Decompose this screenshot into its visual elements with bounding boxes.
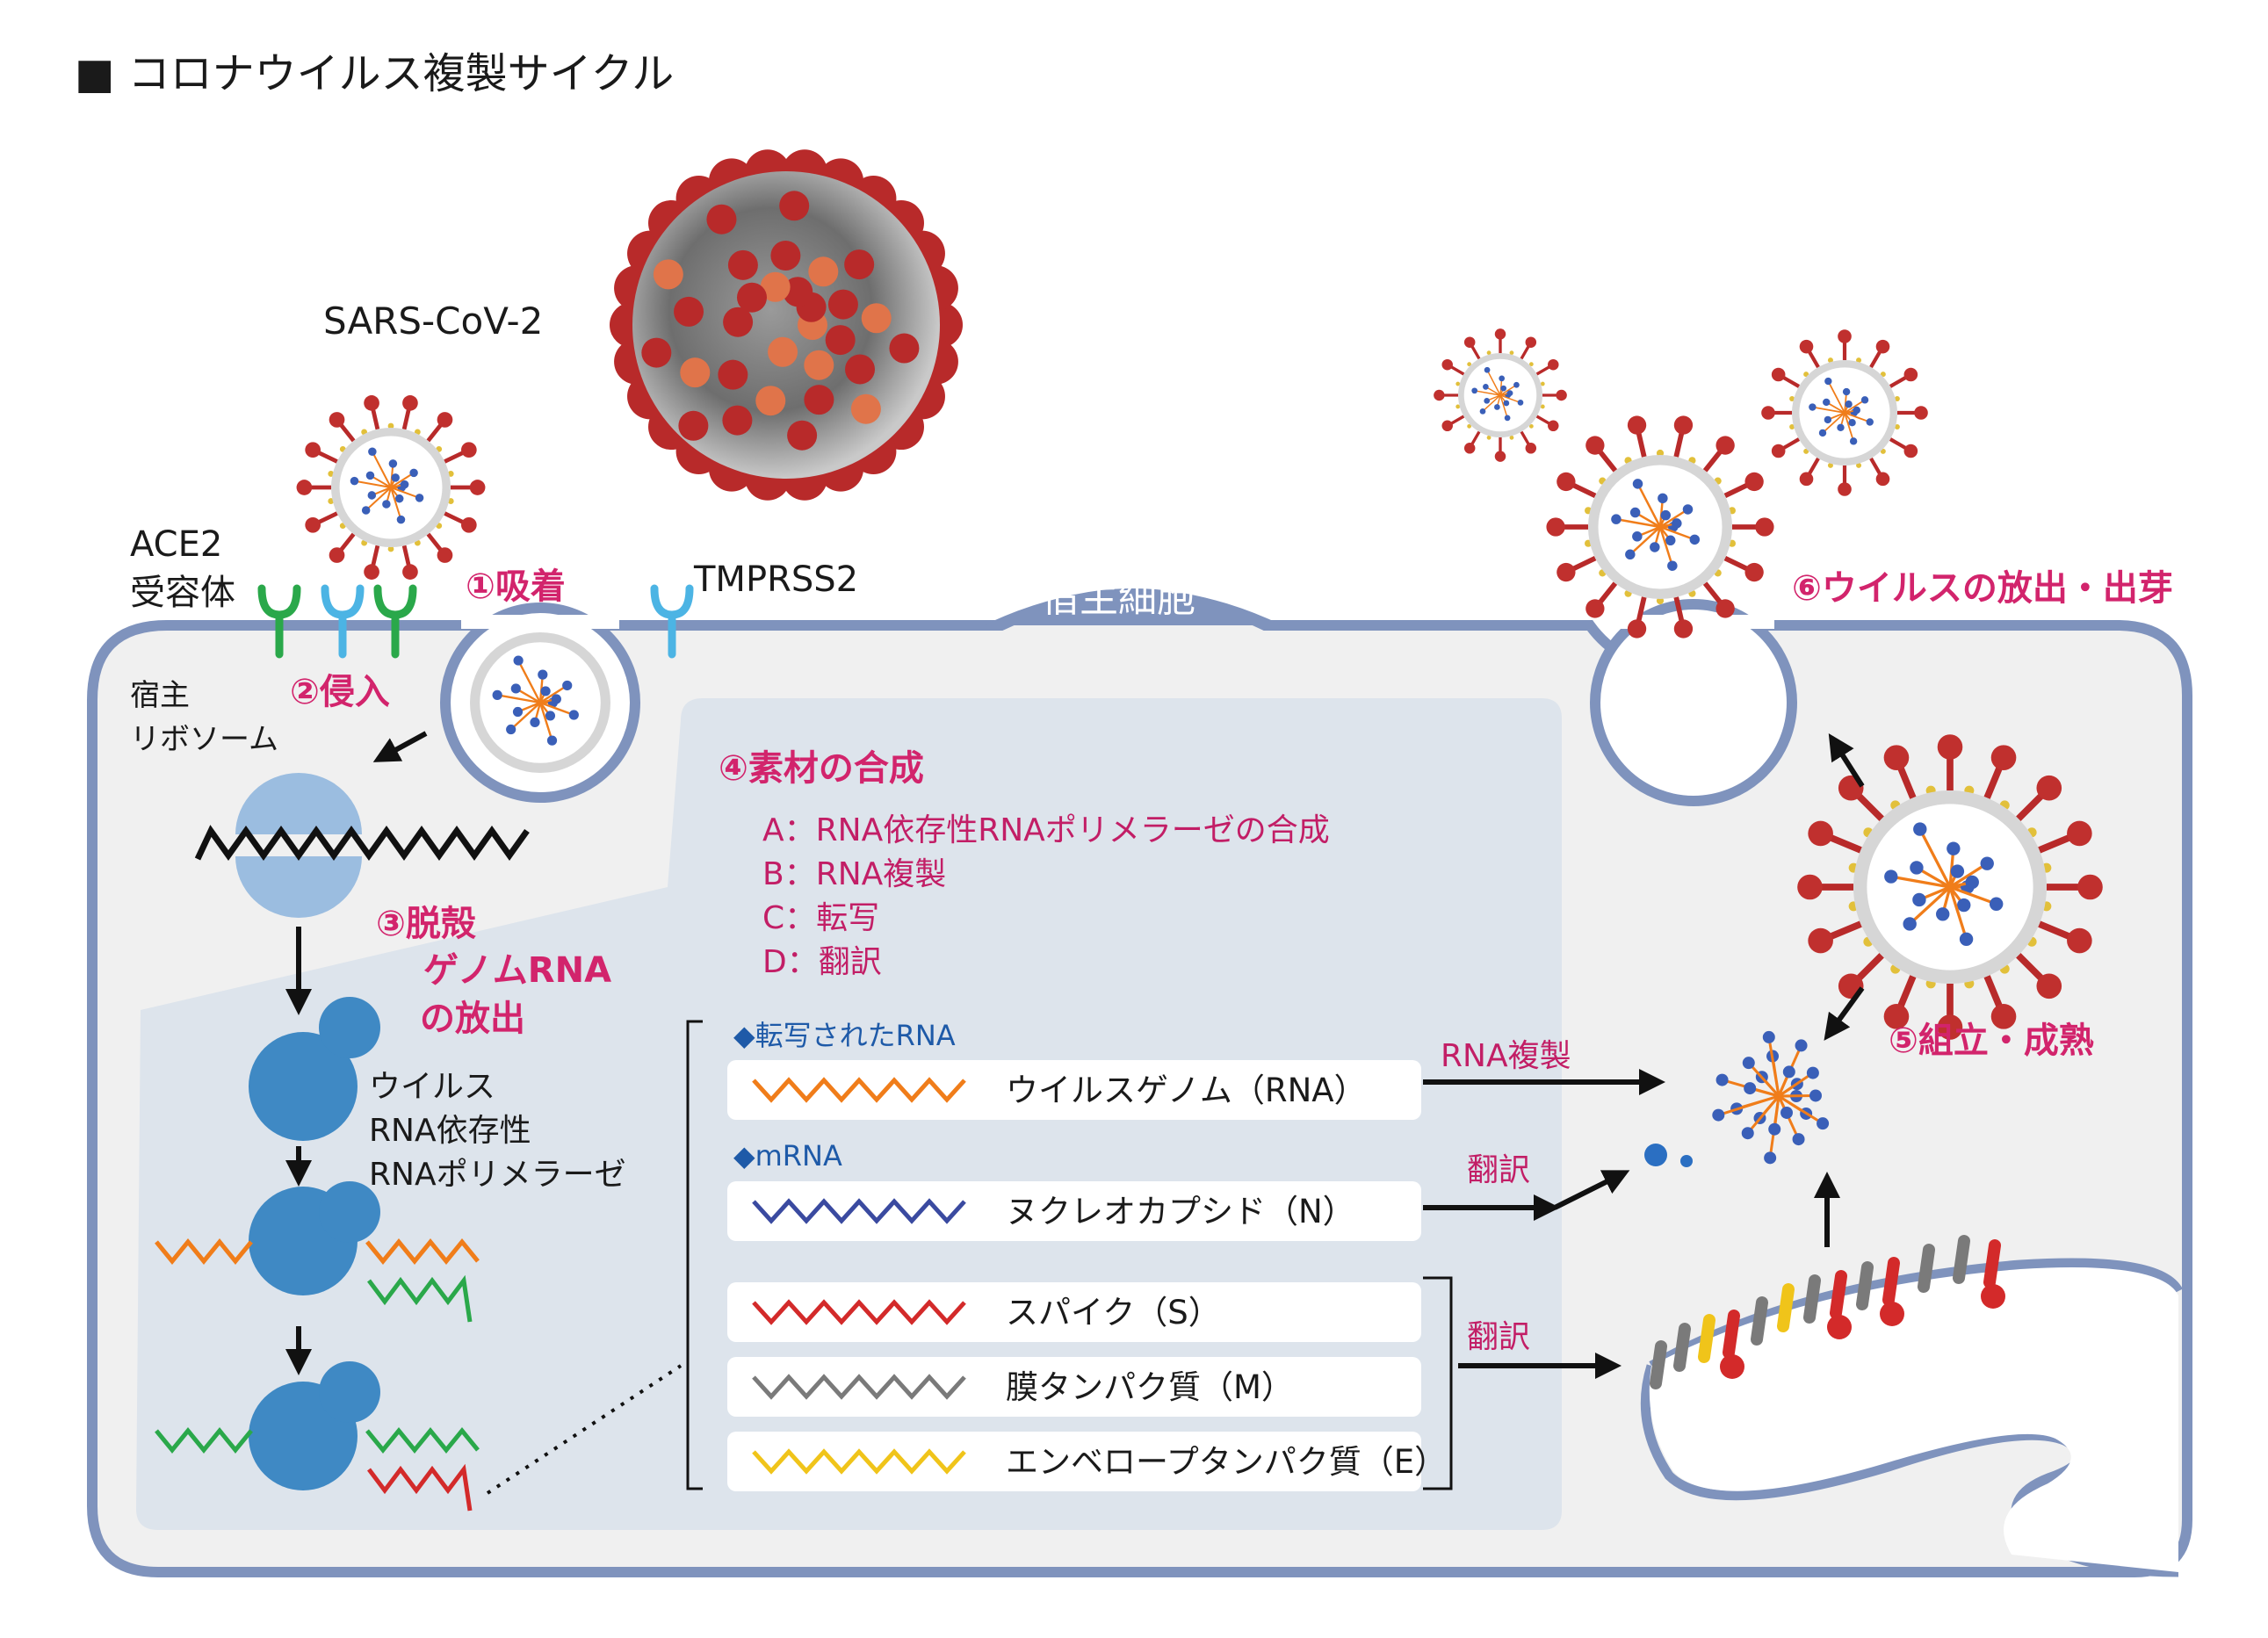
tmprss2-label: TMPRSS2: [694, 559, 859, 600]
virion-icon: [1434, 328, 1567, 462]
virion-icon: [1546, 415, 1774, 639]
rna-box-label: エンベロープタンパク質（E）: [1006, 1443, 1448, 1481]
step-2-label: ②侵入: [290, 672, 390, 712]
ribosome-icon: [194, 773, 530, 918]
transcribed-rna-header: ◆転写されたRNA: [733, 1019, 956, 1052]
step-6-label: ⑥ウイルスの放出・出芽: [1792, 568, 2173, 609]
rna-list-bracket: [686, 1020, 703, 1490]
virions: [296, 328, 2103, 1040]
rna-box: [727, 1432, 1421, 1491]
rna-box: [727, 1357, 1421, 1417]
host-cell-label: 宿主細胞: [1041, 576, 1195, 621]
rna-box-label: ヌクレオカプシド（N）: [1006, 1193, 1355, 1230]
rna-box-list: [727, 1060, 1421, 1491]
ace2-receptor-icon: [257, 584, 301, 659]
er-membrane-proteins: [1650, 1235, 2005, 1389]
tmprss2-receptor-icon: [650, 584, 694, 659]
polymerase-label-3: RNAポリメラーゼ: [369, 1157, 626, 1193]
step-5-label: ⑤組立・成熟: [1889, 1021, 2094, 1061]
ace2-receptors: [257, 584, 694, 659]
virion-icon: [1761, 329, 1928, 496]
rna-box: [727, 1060, 1421, 1120]
rna-box: [727, 1282, 1421, 1342]
step-4-label: ④素材の合成: [719, 748, 924, 789]
synthesis-item-d: D：翻訳: [762, 944, 882, 980]
rna-strand-icon: [752, 1077, 966, 1103]
synthesis-item-b: B：RNA複製: [762, 856, 947, 892]
step-1-label: ①吸着: [466, 566, 566, 607]
polymerase-label-2: RNA依存性: [369, 1113, 531, 1149]
rna-box-label: 膜タンパク質（M）: [1006, 1368, 1294, 1406]
mrna-header: ◆mRNA: [733, 1139, 842, 1173]
page-title: ■ コロナウイルス複製サイクル: [75, 49, 675, 98]
n-protein-icon: [1644, 1144, 1667, 1166]
rna-strand-icon: [752, 1448, 966, 1475]
synthesis-item-c: C：転写: [762, 900, 880, 936]
rna-replication-label: RNA複製: [1441, 1038, 1571, 1074]
synthesis-item-a: A：RNA依存性RNAポリメラーゼの合成: [762, 812, 1330, 848]
rna-box: [727, 1181, 1421, 1241]
ribosome-label-2: リボソーム: [130, 722, 278, 757]
translation-label-2: 翻訳: [1467, 1319, 1531, 1355]
step-3-label-3: の放出: [420, 999, 525, 1039]
virion-icon: [1797, 734, 2103, 1040]
virion-icon: [470, 632, 610, 773]
sars-cov-2-virion-image: [610, 149, 963, 501]
step-3-label-2: ゲノムRNA: [423, 950, 612, 991]
structural-bracket: [1423, 1276, 1453, 1490]
virus-name-label: SARS-CoV-2: [323, 299, 544, 343]
rna-box-label: スパイク（S）: [1006, 1294, 1221, 1331]
receptor-label: 受容体: [130, 573, 235, 613]
rna-strand-icon: [752, 1299, 966, 1325]
ribosome-label-1: 宿主: [130, 678, 190, 713]
nucleocapsid-icon: [1712, 1030, 1830, 1165]
rna-strand-icon: [752, 1374, 966, 1400]
ace2-receptor-icon: [373, 584, 417, 659]
ace2-label: ACE2: [130, 524, 223, 565]
budding-vesicle: [1590, 599, 1797, 806]
step-3-label-1: ③脱殻: [376, 904, 476, 944]
dotted-connector: [486, 1364, 683, 1495]
polymerase-label-1: ウイルス: [369, 1069, 496, 1105]
rna-box-label: ウイルスゲノム（RNA）: [1006, 1072, 1367, 1109]
rna-strand-icon: [752, 1198, 966, 1224]
ace2-receptor-icon: [321, 584, 365, 659]
host-cell-bump: [984, 589, 1282, 625]
translation-label-1: 翻訳: [1467, 1152, 1531, 1188]
polymerase-icons: [249, 997, 380, 1490]
virion-icon: [296, 395, 486, 580]
